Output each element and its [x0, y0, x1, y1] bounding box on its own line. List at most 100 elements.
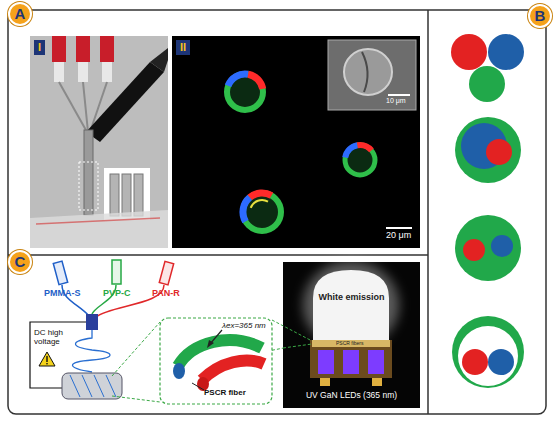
- warning-mark: [46, 363, 47, 364]
- led-pin: [320, 378, 330, 386]
- zoom-line: [283, 344, 312, 348]
- alligator-clip: [150, 48, 168, 72]
- red-core: [463, 239, 485, 261]
- voltage-label: DC high voltage: [34, 328, 74, 346]
- photo-background: [30, 36, 168, 248]
- jet-spiral: [73, 330, 111, 372]
- solution-label: PVP-C: [103, 288, 131, 298]
- fiber-label: PSCR fibers: [336, 340, 364, 346]
- sem-particle-split: [362, 52, 368, 92]
- syringe-cap: [100, 36, 114, 62]
- glass-plate: [30, 210, 168, 248]
- panel-letter: B: [528, 4, 552, 28]
- panel-divider: [8, 254, 428, 256]
- fiber-strip: [312, 340, 390, 347]
- blue-core: [491, 235, 513, 257]
- tube-sketch: [134, 174, 143, 216]
- syringe-barrel: [78, 62, 88, 82]
- uv-chip: [343, 350, 359, 374]
- tube-sketch: [110, 174, 119, 216]
- white-dome: [313, 270, 389, 340]
- scale-label: 20 μm: [386, 230, 411, 240]
- sem-background: [328, 40, 416, 110]
- scale-bar: [388, 94, 410, 96]
- needle: [83, 82, 88, 132]
- warning-sign: [39, 352, 55, 366]
- tube-sketch: [122, 174, 131, 216]
- hollow-core: [458, 326, 518, 386]
- scale-bar: [386, 227, 412, 229]
- micrograph-panel: II 10 μm: [172, 36, 420, 248]
- plate-reflection: [36, 218, 160, 224]
- needle: [59, 82, 87, 132]
- device-label: UV GaN LEDs (365 nm): [283, 390, 420, 400]
- excitation-arrowhead: [207, 340, 214, 348]
- zoom-box: λex=365 nm PSCR fiber: [160, 318, 272, 404]
- sem-inset: 10 μm: [328, 40, 416, 110]
- led-pin: [372, 378, 382, 386]
- led-body: [310, 340, 392, 378]
- warning-mark: [46, 356, 47, 362]
- micrograph-background: [172, 36, 420, 248]
- blue-core: [488, 349, 514, 375]
- panel-box: B: [428, 10, 546, 414]
- red-core: [486, 139, 512, 165]
- solution-label: PAN-R: [152, 288, 180, 298]
- syringe-barrel: [102, 62, 112, 82]
- green-sheath: [455, 215, 521, 281]
- panel-letter: A: [8, 2, 32, 26]
- collector-drum: [62, 373, 122, 399]
- particle-red: [248, 74, 263, 89]
- fiber-label: PSCR fiber: [204, 388, 246, 397]
- zoom-line: [112, 396, 160, 402]
- scale-label: 10 μm: [386, 97, 406, 104]
- green-sheath: [455, 117, 521, 183]
- outer-frame: [8, 10, 546, 414]
- metal-spinneret: [84, 130, 93, 215]
- emission-label: White emission: [283, 292, 420, 302]
- panel-numeral: II: [176, 40, 190, 55]
- uv-chip: [318, 350, 334, 374]
- particle-blue: [228, 74, 248, 86]
- janus-particle: [345, 145, 375, 175]
- panel-letter: C: [8, 250, 32, 274]
- excitation-label: λex=365 nm: [222, 321, 266, 330]
- syringe-barrel: [54, 62, 64, 82]
- janus-particle: [243, 193, 281, 231]
- zoom-connector: [272, 348, 283, 350]
- zoom-line: [272, 320, 312, 341]
- alligator-clip: [86, 62, 164, 142]
- green-core: [469, 66, 505, 102]
- red-strand: [202, 361, 264, 380]
- particle-red: [250, 193, 272, 197]
- panel-box: AIII10 μm: [8, 10, 428, 255]
- green-sheath: [452, 316, 524, 388]
- syringe: [159, 261, 173, 285]
- collected-fiber: [70, 375, 80, 397]
- zoom-frame: [79, 162, 98, 210]
- particle-blue: [345, 145, 357, 157]
- syringe: [112, 260, 121, 284]
- blue-core: [488, 34, 524, 70]
- spinneret: [86, 314, 98, 330]
- janus-particle: [227, 74, 263, 110]
- blue-end: [173, 363, 185, 379]
- syringe-cap: [52, 36, 66, 62]
- panel-box: Cλex=365 nmPSCR fiberWhite emissionPSCR …: [8, 255, 428, 414]
- led-background: [283, 262, 420, 408]
- syringe-cap: [76, 36, 90, 62]
- collected-fiber: [106, 375, 116, 397]
- collected-fiber: [82, 375, 92, 397]
- collected-fiber: [94, 375, 104, 397]
- photo-panel: I: [30, 36, 168, 248]
- pointer-line: [192, 383, 204, 390]
- particle-red: [357, 145, 371, 150]
- syringe: [53, 261, 67, 285]
- led-photo: White emissionPSCR fibers UV GaN LEDs (36…: [283, 262, 420, 408]
- red-core: [462, 349, 488, 375]
- zoom-line: [112, 322, 160, 376]
- sem-particle: [344, 49, 392, 95]
- red-core: [451, 34, 487, 70]
- panel-numeral: I: [34, 40, 45, 55]
